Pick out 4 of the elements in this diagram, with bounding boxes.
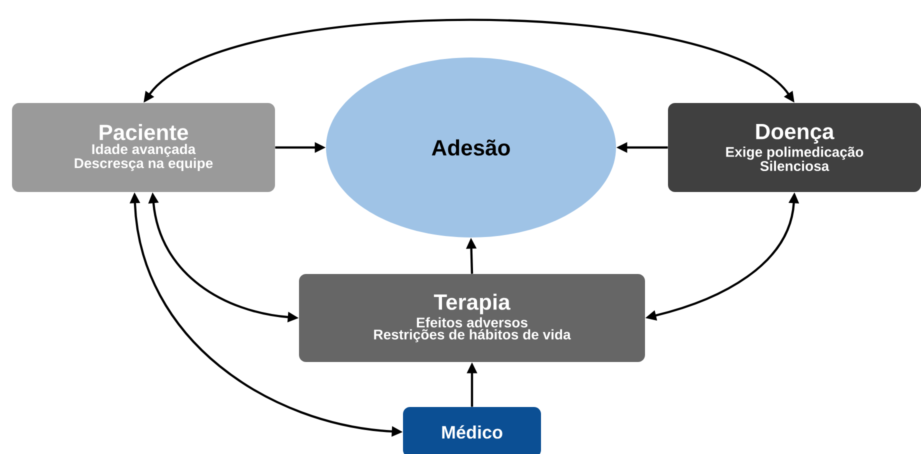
process-box: Paciente Idade avançada Descresça na equipe xyxy=(12,103,275,192)
process-box: Terapia Efeitos adversos Restrições de hábitos de vida xyxy=(299,274,645,362)
process-box: Médico xyxy=(403,407,541,454)
process-box: Doença Exige polimedicação Silenciosa xyxy=(668,103,921,192)
